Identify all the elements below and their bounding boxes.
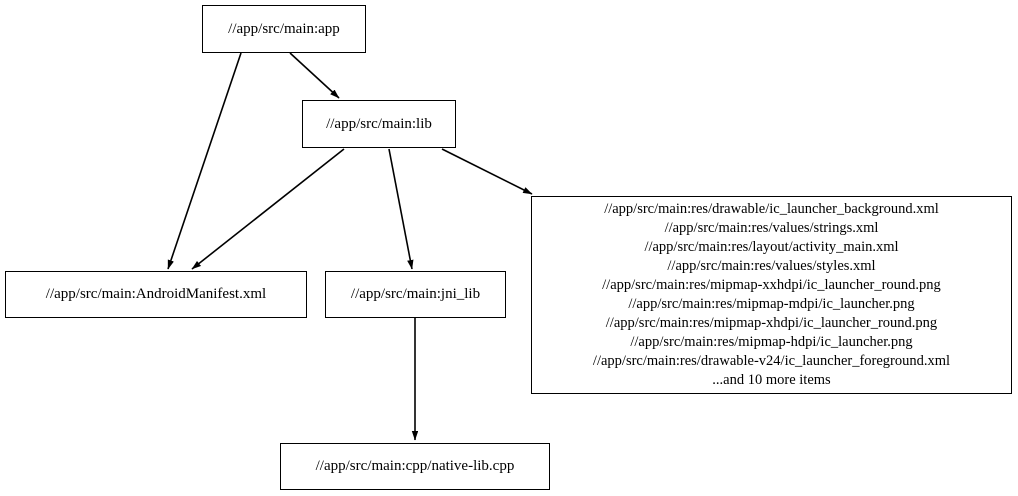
node-jni-lib-label: //app/src/main:jni_lib bbox=[350, 286, 481, 302]
node-res-group[interactable]: //app/src/main:res/drawable/ic_launcher_… bbox=[531, 196, 1012, 394]
node-native-lib-cpp[interactable]: //app/src/main:cpp/native-lib.cpp bbox=[280, 443, 550, 490]
node-androidmanifest-xml-label: //app/src/main:AndroidManifest.xml bbox=[45, 286, 267, 302]
node-app[interactable]: //app/src/main:app bbox=[202, 5, 366, 53]
edge-app-to-androidmanifest bbox=[167, 52, 242, 270]
node-lib[interactable]: //app/src/main:lib bbox=[302, 100, 456, 148]
node-res-group-label: //app/src/main:res/drawable/ic_launcher_… bbox=[592, 201, 951, 388]
node-jni-lib[interactable]: //app/src/main:jni_lib bbox=[325, 271, 506, 318]
node-lib-label: //app/src/main:lib bbox=[326, 115, 432, 132]
edge-lib-to-res-group bbox=[441, 148, 533, 195]
node-androidmanifest-xml[interactable]: //app/src/main:AndroidManifest.xml bbox=[5, 271, 307, 318]
node-app-label: //app/src/main:app bbox=[228, 20, 340, 37]
edge-app-to-lib bbox=[289, 52, 340, 99]
edge-lib-to-jni-lib bbox=[388, 148, 414, 270]
node-native-lib-cpp-label: //app/src/main:cpp/native-lib.cpp bbox=[315, 458, 515, 474]
edge-lib-to-androidmanifest bbox=[191, 148, 345, 270]
